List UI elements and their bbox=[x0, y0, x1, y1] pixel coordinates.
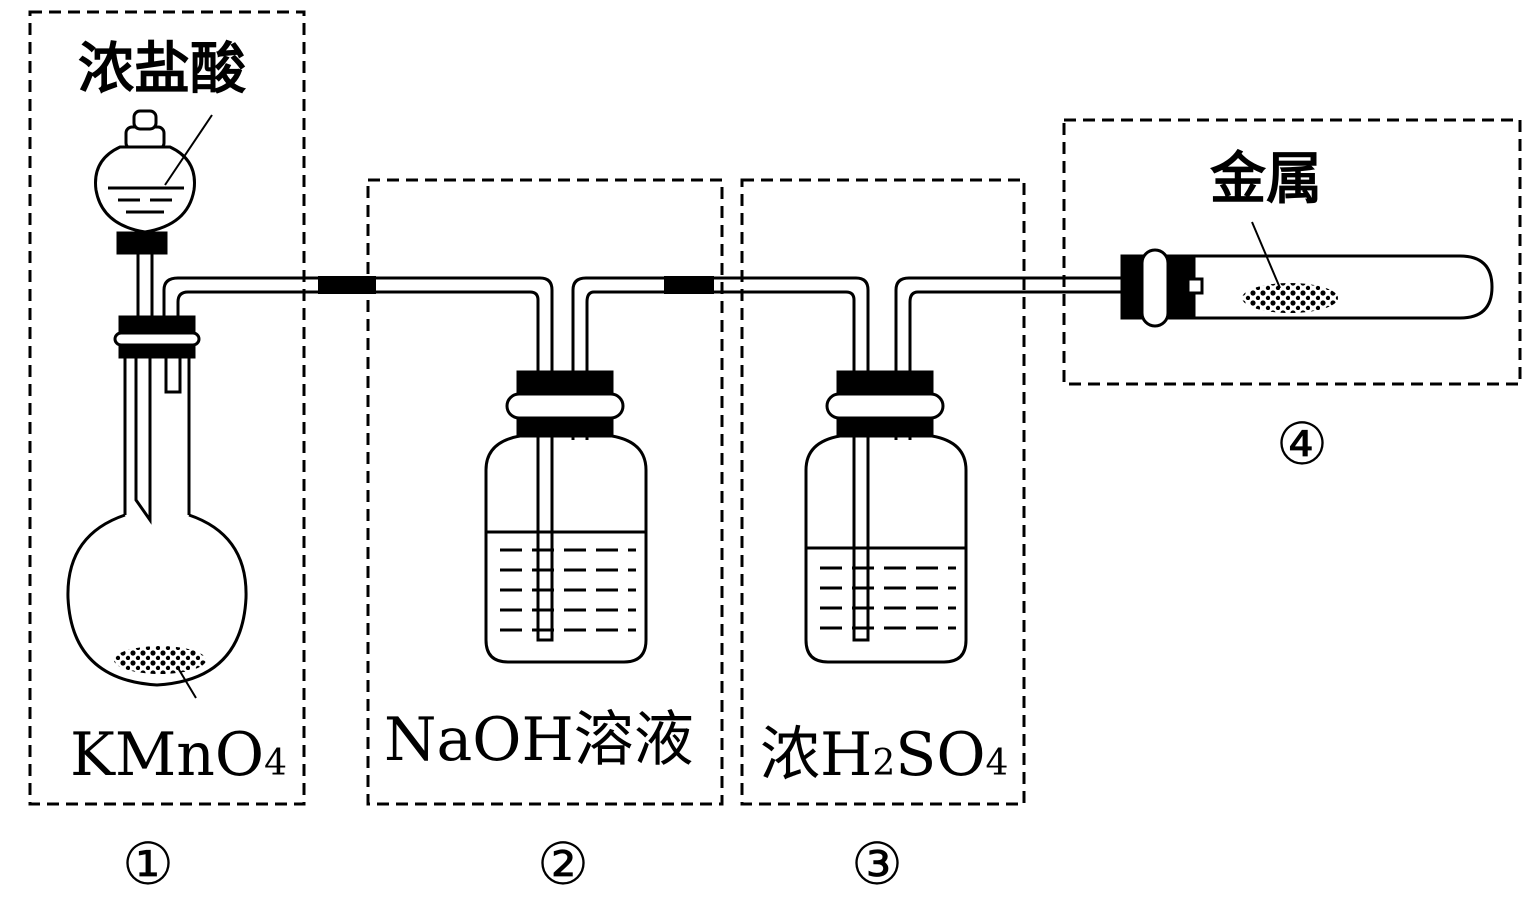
label-naoh: NaOH溶液 bbox=[384, 705, 694, 775]
bottle2-body bbox=[484, 434, 648, 664]
kmno4-sub: 4 bbox=[264, 743, 287, 784]
h2so4-sub2: 2 bbox=[872, 743, 895, 784]
label-conc-hcl: 浓盐酸 bbox=[78, 37, 247, 102]
bottle2-stopper-band bbox=[505, 392, 625, 420]
bottle3-stopper-band bbox=[825, 392, 945, 420]
tube-stopper-band bbox=[1140, 248, 1170, 328]
flask-body bbox=[66, 513, 248, 687]
bottle3-body bbox=[804, 434, 968, 664]
number-4: ④ bbox=[1276, 410, 1328, 478]
metal-solid bbox=[1242, 283, 1338, 313]
label-metal: 金属 bbox=[1209, 147, 1322, 212]
h2so4-mid: SO bbox=[895, 720, 985, 790]
connector-2 bbox=[664, 276, 714, 294]
connector-1 bbox=[318, 276, 376, 294]
dashed-boxes bbox=[28, 10, 1522, 806]
h2so4-prefix: 浓H bbox=[760, 720, 872, 790]
naoh-bottle bbox=[484, 276, 870, 664]
kmno4-solid bbox=[114, 646, 206, 674]
kmno4-pointer bbox=[177, 667, 197, 699]
kmno4-main: KMnO bbox=[70, 720, 264, 790]
number-2: ② bbox=[537, 830, 589, 898]
funnel-stopper-top bbox=[132, 109, 158, 131]
box-1 bbox=[28, 10, 306, 806]
flask-apparatus bbox=[66, 109, 554, 699]
test-tube-apparatus bbox=[1120, 221, 1494, 328]
h2so4-sub4: 4 bbox=[986, 743, 1009, 784]
box-2 bbox=[366, 178, 724, 806]
flask-outlet-tube bbox=[162, 276, 554, 642]
flask-stopper-band bbox=[113, 331, 201, 347]
number-1: ① bbox=[122, 830, 174, 898]
label-kmno4: KMnO4 bbox=[70, 720, 287, 790]
number-3: ③ bbox=[851, 830, 903, 898]
funnel-stopcock bbox=[116, 231, 168, 255]
metal-pointer bbox=[1251, 221, 1281, 289]
h2so4-bottle bbox=[804, 276, 1128, 664]
hcl-pointer bbox=[164, 114, 213, 186]
box-4 bbox=[1062, 118, 1522, 386]
label-conc-h2so4: 浓H2SO4 bbox=[760, 720, 1008, 790]
test-tube-body bbox=[1194, 254, 1494, 320]
box-3 bbox=[740, 178, 1026, 806]
